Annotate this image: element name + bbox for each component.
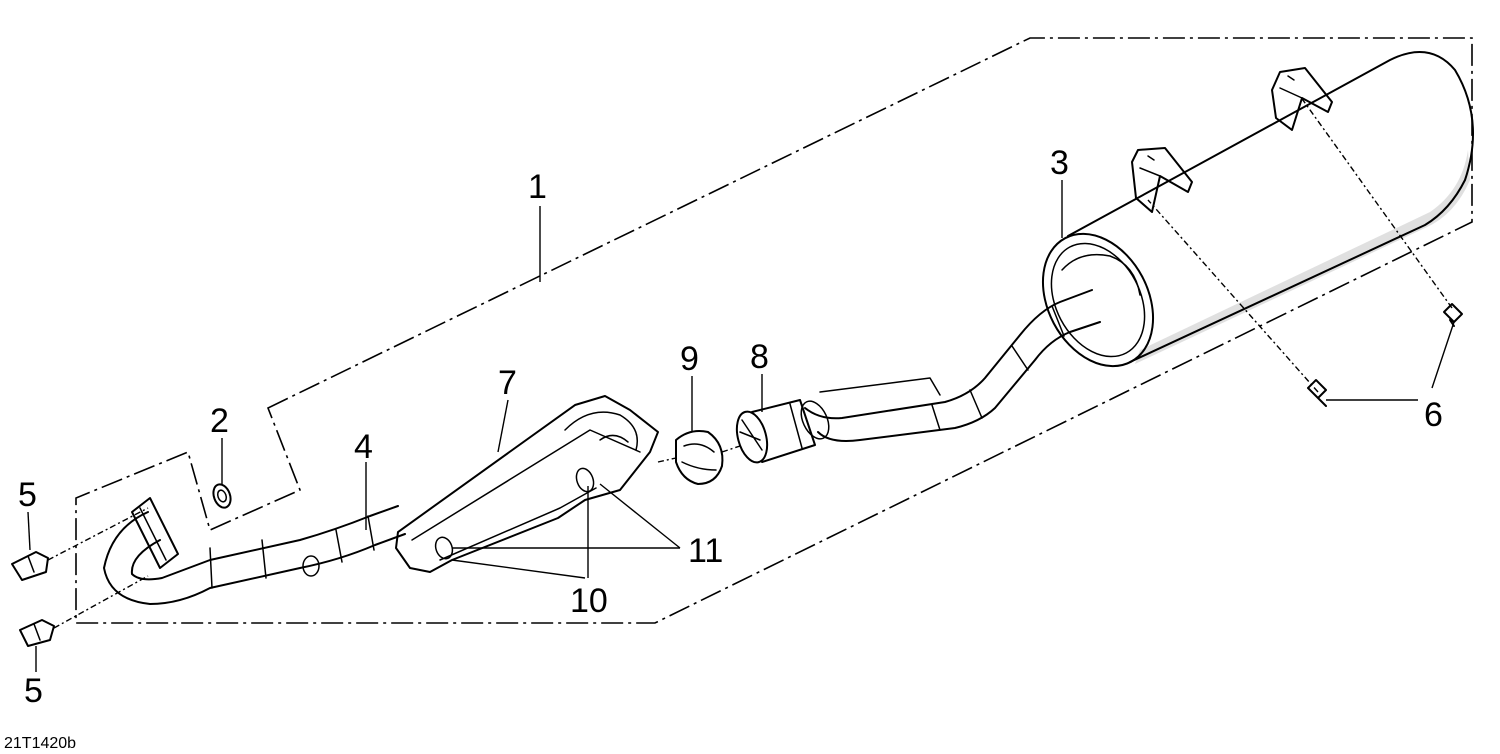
nut-5-lower[interactable]	[19, 619, 55, 647]
callout-2: 2	[210, 402, 229, 440]
callout-9: 9	[680, 340, 699, 378]
callout-8: 8	[750, 338, 769, 376]
nut-5-upper[interactable]	[11, 551, 49, 581]
muffler-bracket-rear[interactable]	[1271, 67, 1333, 131]
callout-7: 7	[498, 364, 517, 402]
callout-11: 11	[688, 532, 723, 570]
muffler[interactable]	[1021, 51, 1474, 385]
muffler-inlet-pipe[interactable]	[796, 289, 1101, 443]
callout-10: 10	[570, 582, 608, 620]
callout-6: 6	[1424, 396, 1443, 434]
leader-lines	[27, 95, 1455, 672]
callout-1: 1	[528, 168, 547, 206]
callout-4: 4	[354, 428, 373, 466]
callout-5-lower: 5	[24, 672, 43, 710]
bolt-6-upper[interactable]	[1443, 303, 1463, 327]
exhaust-header-pipe[interactable]	[103, 497, 406, 605]
callout-labels: 1 2 3 4 5 5 6 7 8 9 10 11	[18, 144, 1443, 710]
heat-shield[interactable]	[395, 395, 659, 573]
exhaust-gasket[interactable]	[210, 482, 233, 510]
muffler-bracket-front[interactable]	[1131, 147, 1193, 213]
bolt-6-lower[interactable]	[1307, 379, 1327, 407]
clamp[interactable]	[675, 430, 724, 485]
callout-3: 3	[1050, 144, 1069, 182]
assembly-frame	[75, 37, 1473, 624]
callout-5-upper: 5	[18, 476, 37, 514]
connector-pipe[interactable]	[732, 399, 816, 466]
drawing-code: 21T1420b	[4, 735, 76, 752]
